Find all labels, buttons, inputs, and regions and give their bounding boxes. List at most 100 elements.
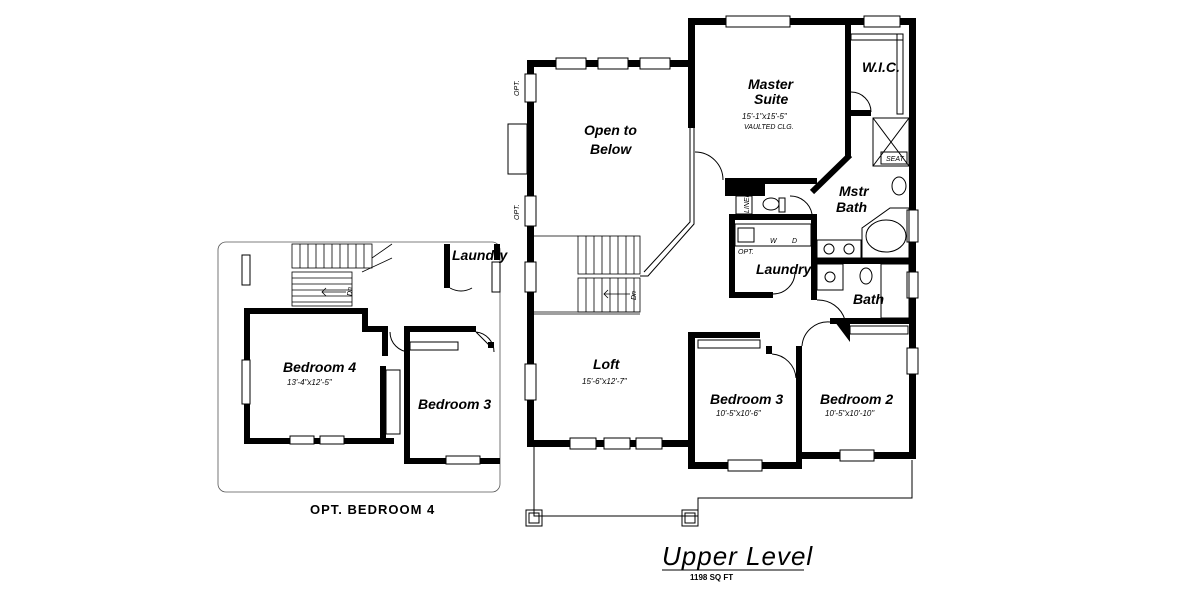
mstr-bath-label: Bath — [836, 199, 867, 215]
open-to-below-label: Open to — [584, 122, 637, 138]
inset-wall — [444, 278, 450, 288]
interior-wall — [766, 346, 772, 354]
exterior-wall-master-left — [688, 18, 695, 128]
exterior-wall-top-master — [688, 18, 915, 25]
inset-wall — [382, 326, 388, 356]
window — [863, 15, 901, 28]
inset-wall — [380, 366, 386, 438]
inset-stair-dn: Dn — [347, 287, 354, 296]
inset-door-swing — [449, 287, 473, 292]
inset-bedroom3-label: Bedroom 3 — [418, 396, 491, 412]
inset-stair — [291, 243, 393, 307]
inset-wall — [362, 308, 368, 330]
window — [603, 437, 631, 450]
door-swing — [789, 195, 813, 215]
window — [639, 57, 671, 70]
plan-area: 1198 SQ FT — [690, 573, 733, 582]
linen-label: LINEN — [744, 191, 751, 213]
interior-wall — [729, 214, 735, 294]
bedroom2-dims: 10'-5"x10'-10" — [825, 409, 875, 418]
inset-frame — [217, 241, 501, 493]
toilet — [891, 176, 907, 196]
inset-wall — [444, 244, 450, 278]
wic-shelf — [850, 33, 904, 41]
inset-wall — [244, 438, 394, 444]
plan-title: Upper Level — [662, 541, 813, 571]
window — [597, 57, 629, 70]
inset-bedroom4-dims: 13'-4"x12'-5" — [287, 378, 333, 387]
door-swing — [771, 353, 797, 379]
bed3-closet — [697, 339, 761, 349]
door-swing — [816, 299, 846, 321]
loft-label: Loft — [593, 356, 621, 372]
window — [524, 73, 537, 103]
master-suite-dims: 15'-1"x15'-5" — [742, 112, 788, 121]
sink — [824, 271, 836, 283]
interior-wall — [729, 292, 773, 298]
inset-window — [445, 455, 481, 465]
inset-wall — [488, 342, 494, 348]
inset-door-swing — [389, 331, 411, 353]
interior-wall — [845, 110, 851, 158]
porch-column — [684, 512, 696, 524]
window — [839, 449, 875, 462]
interior-wall — [845, 18, 851, 116]
porch-column — [528, 512, 540, 524]
bedroom3-label: Bedroom 3 — [710, 391, 783, 407]
door-swing — [850, 91, 872, 113]
inset-window — [319, 435, 345, 445]
interior-wall — [832, 318, 850, 342]
tub-basin — [865, 219, 907, 253]
toilet — [762, 197, 780, 211]
sink — [843, 243, 855, 255]
open-rail — [640, 70, 695, 277]
window — [906, 347, 919, 375]
bed2-closet — [849, 325, 909, 335]
shower-seat — [880, 151, 908, 165]
dryer-label: D — [792, 238, 797, 245]
window — [635, 437, 663, 450]
inset-window — [241, 254, 251, 286]
interior-wall — [811, 290, 817, 300]
mstr-bath-label: Mstr — [839, 183, 870, 199]
inset-window — [491, 261, 501, 293]
shower — [872, 117, 910, 167]
interior-wall — [811, 214, 817, 296]
porch-column — [525, 509, 543, 527]
laundry-counter — [734, 223, 812, 247]
porch-column — [681, 509, 699, 527]
tub — [861, 207, 910, 259]
exterior-wall-left — [527, 60, 534, 446]
window — [555, 57, 587, 70]
window — [906, 209, 919, 243]
laundry-opt: OPT. — [738, 249, 754, 256]
inset-bedroom4-label: Bedroom 4 — [283, 359, 356, 375]
open-to-below-label: Below — [590, 141, 632, 157]
inset-wall — [404, 326, 410, 464]
vanity — [816, 239, 862, 259]
inset-laundry-label: Laundry — [452, 247, 508, 263]
master-suite-label: Master — [748, 76, 795, 92]
master-suite-note: VAULTED CLG. — [744, 124, 794, 131]
chimney-box — [507, 123, 528, 175]
bedroom2-label: Bedroom 2 — [820, 391, 893, 407]
interior-wall — [765, 178, 817, 184]
laundry-sink — [737, 227, 755, 243]
inset-wall — [244, 308, 362, 314]
door-swing — [694, 151, 724, 181]
toilet-tank — [778, 197, 786, 213]
inset-wall — [494, 244, 500, 260]
inset-door-swing — [475, 331, 495, 353]
window — [569, 437, 597, 450]
bedroom3-dims: 10'-5"x10'-6" — [716, 409, 762, 418]
porch-outline — [533, 447, 913, 517]
shower-x — [872, 117, 910, 167]
interior-wall — [830, 318, 916, 324]
loft-dims: 15'-6"x12'-7" — [582, 377, 628, 386]
interior-wall — [725, 178, 765, 196]
washer-label: W — [770, 238, 778, 245]
seat-label: SEAT — [886, 156, 904, 163]
window — [524, 195, 537, 227]
inset-caption: OPT. BEDROOM 4 — [310, 502, 435, 517]
